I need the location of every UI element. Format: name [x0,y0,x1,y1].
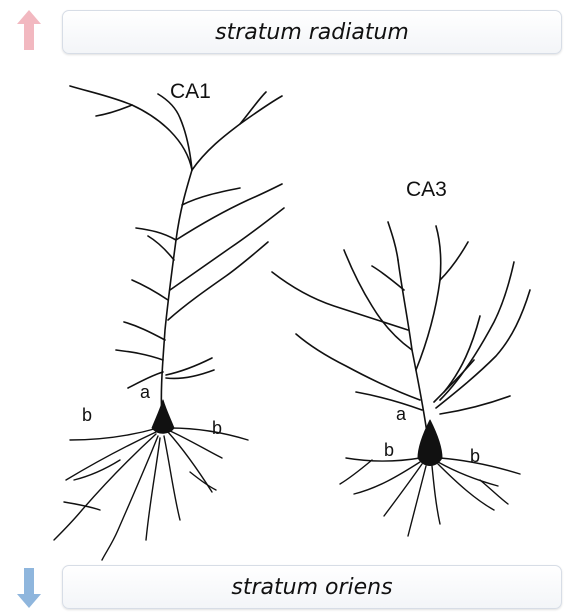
ca1-title: CA1 [170,80,211,104]
down-arrow-icon [14,566,44,610]
ca3-basal-left-label: b [384,440,394,461]
ca1-apical-dendrites [70,86,284,420]
ca1-basal-right-label: b [212,418,222,439]
ca3-basal-right-label: b [470,446,480,467]
stratum-oriens-label: stratum oriens [231,575,392,600]
ca1-soma [152,400,174,433]
ca3-apical-label: a [396,404,406,425]
ca1-apical-label: a [140,382,150,403]
ca3-title: CA3 [406,178,447,202]
ca1-basal-left-label: b [82,405,92,426]
ca1-basal-dendrites [54,428,248,560]
ca3-soma [418,420,442,466]
ca3-basal-dendrites [340,458,520,536]
stratum-oriens-band: stratum oriens [62,565,562,609]
